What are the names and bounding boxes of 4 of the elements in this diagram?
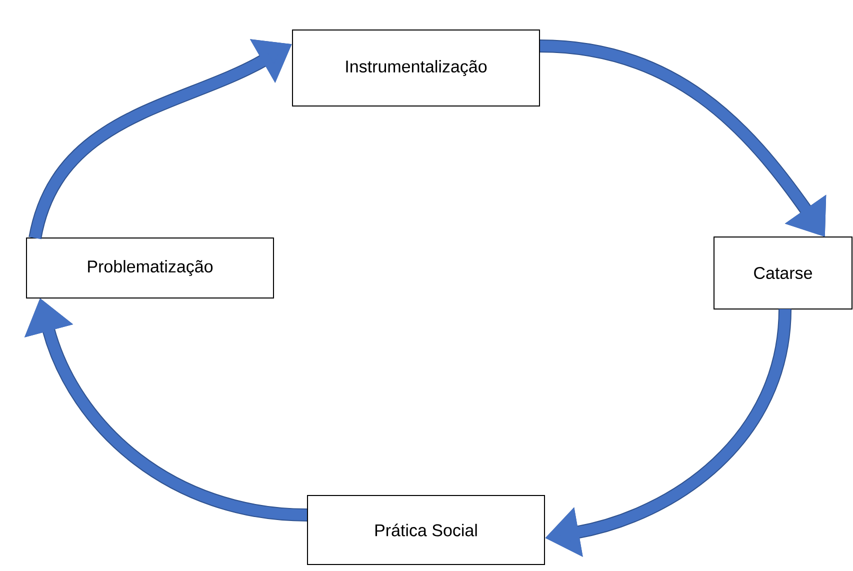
text-box: Instrumentalização <box>292 30 540 106</box>
text-box: Prática Social <box>307 495 545 565</box>
text-box: Catarse <box>714 236 852 310</box>
text-box: Problematização <box>26 238 274 298</box>
